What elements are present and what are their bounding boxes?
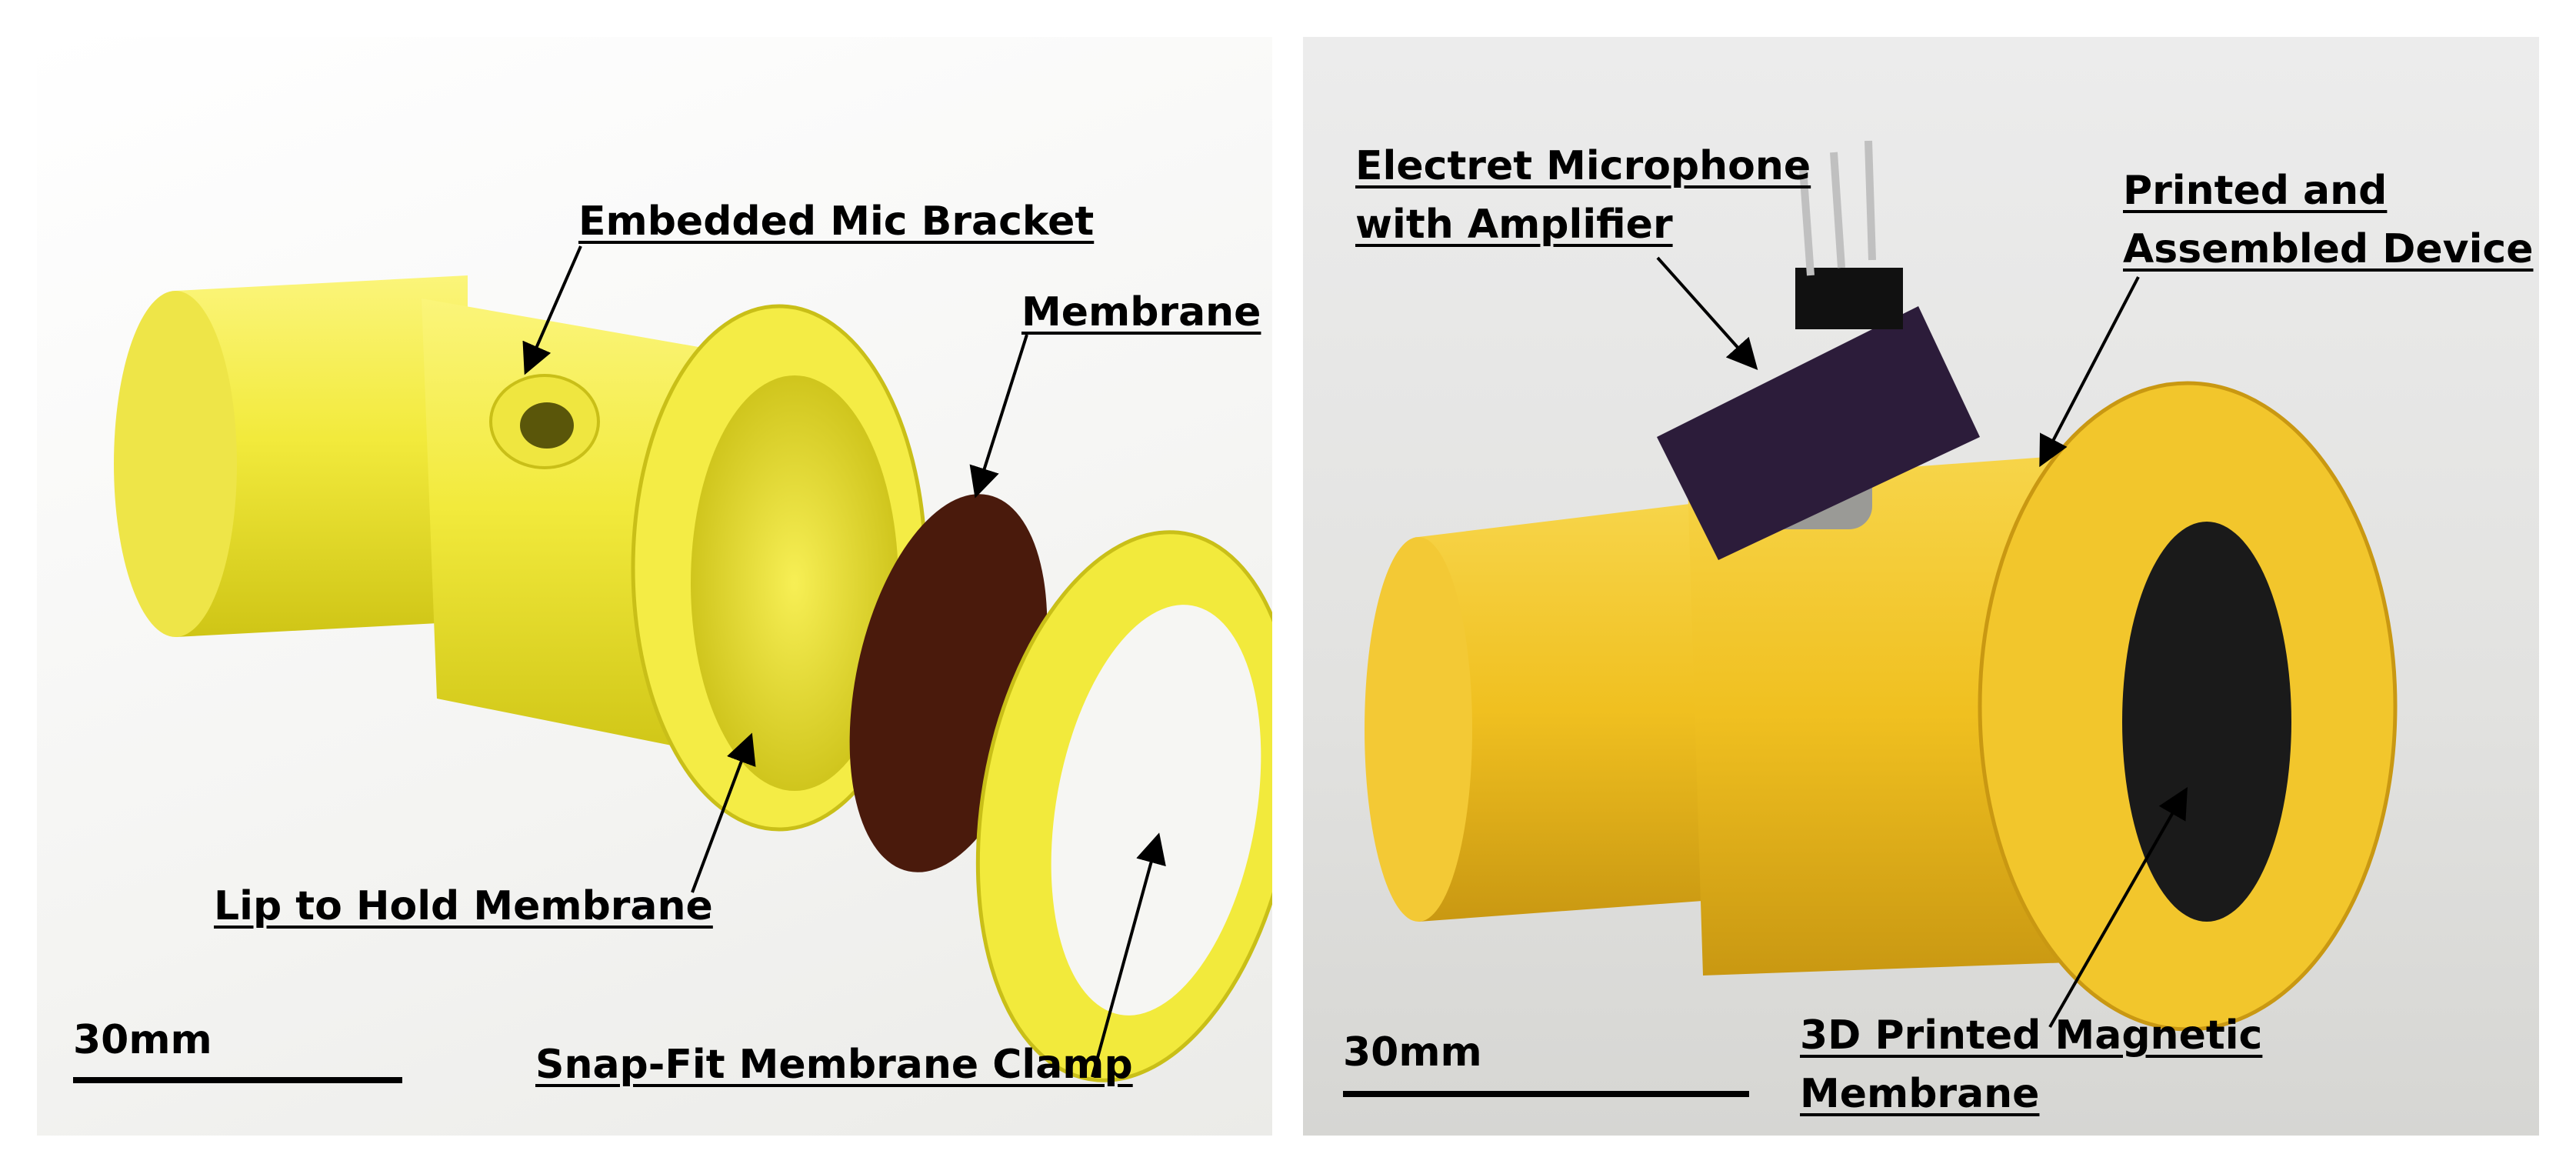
- label-3d-printed-magnetic-membrane: 3D Printed Magnetic Membrane: [1800, 1012, 2263, 1117]
- pin: [1865, 140, 1876, 261]
- back-tube: [175, 275, 468, 637]
- scale-bar-left: [73, 1077, 402, 1083]
- mic-bracket-hole: [520, 402, 574, 449]
- label-snap-fit-membrane-clamp: Snap-Fit Membrane Clamp: [535, 1042, 1133, 1088]
- scale-label-right: 30mm: [1343, 1029, 1482, 1076]
- printed-back-tube-end: [1365, 537, 1472, 922]
- flange-opening: [691, 375, 898, 791]
- pin: [1799, 167, 1815, 276]
- scale-label-left: 30mm: [73, 1017, 212, 1063]
- printed-flange-opening: [2122, 522, 2291, 922]
- label-embedded-mic-bracket: Embedded Mic Bracket: [578, 198, 1095, 245]
- scale-bar-right: [1343, 1091, 1749, 1097]
- label-membrane: Membrane: [1021, 289, 1261, 335]
- printed-back-tube: [1418, 499, 1734, 922]
- photo-panel: [1303, 37, 2539, 1136]
- label-electret-microphone: Electret Microphone with Amplifier: [1355, 143, 1811, 248]
- back-tube-end: [114, 291, 237, 637]
- pin: [1830, 152, 1845, 268]
- pin-header: [1795, 268, 1903, 329]
- label-lip-to-hold-membrane: Lip to Hold Membrane: [214, 883, 713, 929]
- label-printed-assembled-device: Printed and Assembled Device: [2123, 168, 2534, 272]
- pcb-board: [1657, 306, 1980, 560]
